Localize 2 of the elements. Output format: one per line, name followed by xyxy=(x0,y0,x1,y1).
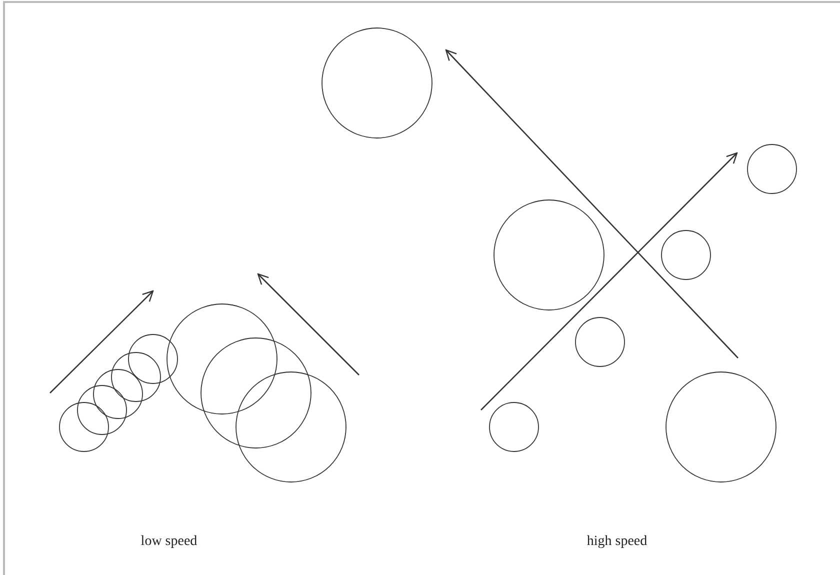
caption-label: low speed xyxy=(140,534,198,550)
caption-label: high speed xyxy=(586,534,648,550)
